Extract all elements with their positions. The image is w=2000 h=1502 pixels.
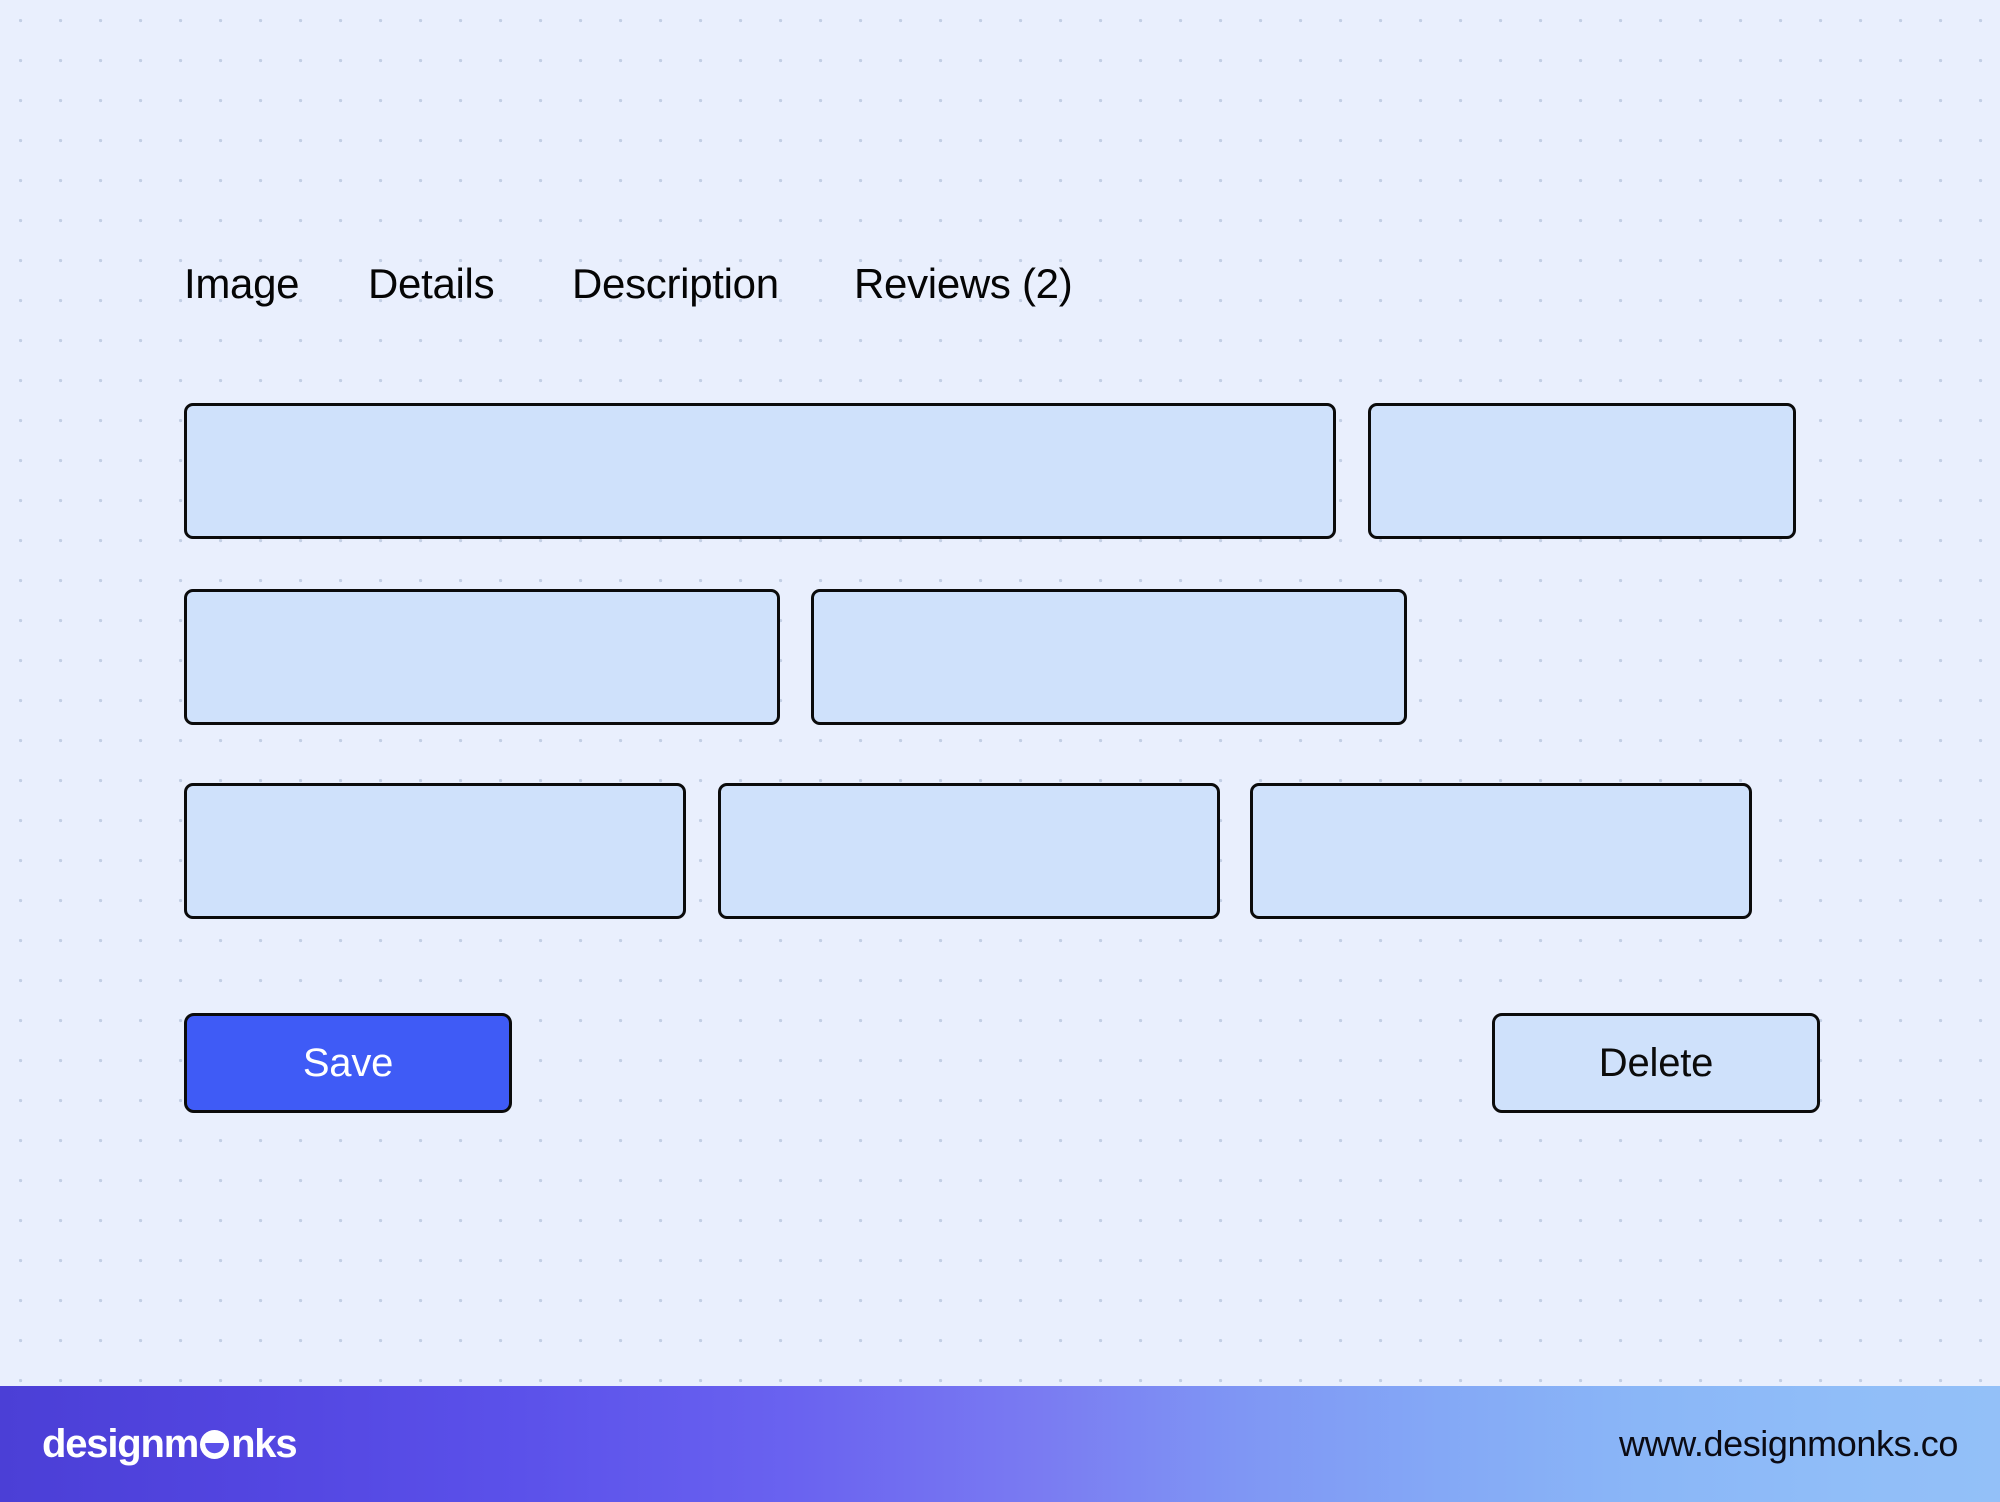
tab-bar: Image Details Description Reviews (2) xyxy=(184,260,1073,307)
placeholder-block-meta-c[interactable] xyxy=(1250,783,1752,919)
placeholder-block-detail-b[interactable] xyxy=(811,589,1407,725)
tab-description[interactable]: Description xyxy=(572,260,779,307)
placeholder-block-image-main[interactable] xyxy=(184,403,1336,539)
site-footer: designm nks www.designmonks.co xyxy=(0,1386,2000,1502)
footer-website-url: www.designmonks.co xyxy=(1619,1423,1958,1464)
placeholder-block-image-side[interactable] xyxy=(1368,403,1796,539)
save-button[interactable]: Save xyxy=(184,1013,512,1113)
placeholder-block-meta-a[interactable] xyxy=(184,783,686,919)
logo-text-prefix: designm xyxy=(42,1422,199,1466)
designmonks-logo: designm nks xyxy=(42,1422,298,1466)
tab-details[interactable]: Details xyxy=(368,260,495,307)
placeholder-block-meta-b[interactable] xyxy=(718,783,1220,919)
monk-smile-o-icon xyxy=(199,1429,230,1460)
logo-text-suffix: nks xyxy=(231,1422,298,1466)
delete-button[interactable]: Delete xyxy=(1492,1013,1820,1113)
tab-reviews[interactable]: Reviews (2) xyxy=(854,260,1073,307)
placeholder-block-detail-a[interactable] xyxy=(184,589,780,725)
tab-image[interactable]: Image xyxy=(184,260,300,307)
